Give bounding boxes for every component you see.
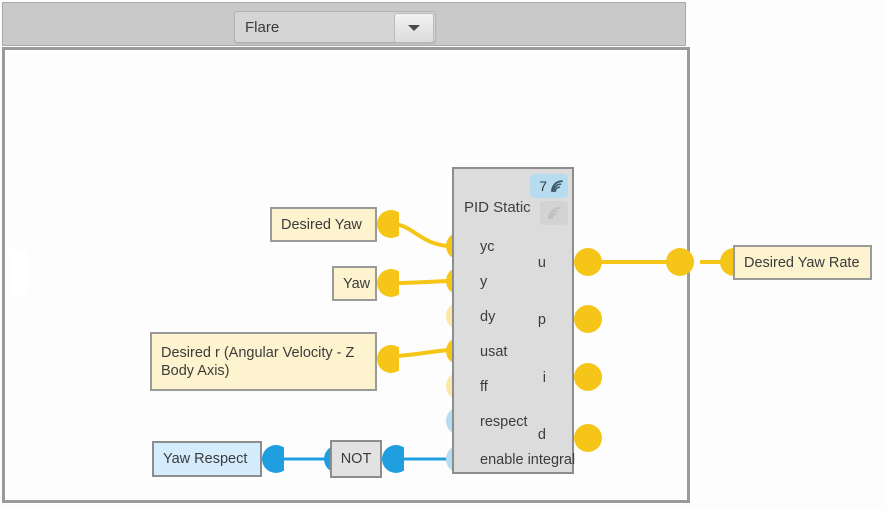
output-label-i: i [542, 370, 546, 386]
input-label-ff: ff [480, 379, 488, 395]
block-badge-inactive[interactable] [540, 201, 568, 225]
variable-node-desired-yaw[interactable]: Desired Yaw [270, 207, 377, 242]
port-glyph [666, 248, 694, 276]
chevron-down-icon [408, 25, 420, 31]
input-label-dy: dy [480, 309, 496, 325]
block-title: PID Static [464, 199, 531, 216]
output-port-desired-yaw[interactable] [377, 210, 399, 238]
badge-count: 7 [539, 178, 547, 194]
signal-icon [548, 207, 560, 220]
output-port-yaw[interactable] [377, 269, 399, 297]
output-label-p: p [537, 312, 546, 328]
variable-node-desired-yaw-rate[interactable]: Desired Yaw Rate [733, 245, 872, 280]
dropdown-toggle-button[interactable] [394, 13, 434, 43]
signal-icon [551, 180, 563, 193]
input-port-desired-yaw-rate[interactable] [666, 248, 694, 276]
output-port-d[interactable] [574, 424, 602, 452]
port-glyph [262, 445, 284, 473]
output-port-not[interactable] [382, 445, 404, 473]
variable-node-yaw-respect[interactable]: Yaw Respect [152, 441, 262, 477]
output-port-p[interactable] [574, 305, 602, 333]
port-glyph [377, 345, 399, 373]
port-glyph [574, 363, 602, 391]
block-badge-active[interactable]: 7 [530, 174, 568, 198]
port-glyph [377, 210, 399, 238]
model-selector-dropdown[interactable]: Flare [234, 11, 436, 43]
port-glyph [574, 305, 602, 333]
output-port-u[interactable] [574, 248, 602, 276]
variable-node-desired-r[interactable]: Desired r (Angular Velocity - Z Body Axi… [150, 332, 377, 391]
output-label-d: d [537, 427, 546, 443]
variable-label: Desired r (Angular Velocity - Z Body Axi… [161, 344, 355, 379]
variable-label: Desired Yaw [281, 216, 362, 233]
canvas-artifact [10, 250, 28, 295]
variable-label: Desired Yaw Rate [744, 254, 860, 271]
logic-node-not[interactable]: NOT [330, 440, 382, 478]
input-label-yc: yc [480, 239, 495, 255]
variable-node-yaw[interactable]: Yaw [332, 266, 377, 301]
port-glyph [574, 424, 602, 452]
output-port-desired-r[interactable] [377, 345, 399, 373]
output-port-yaw-respect[interactable] [262, 445, 284, 473]
port-glyph [377, 269, 399, 297]
block-pid-static[interactable]: PID Static 7 y [452, 167, 576, 474]
model-selector-value: Flare [245, 19, 280, 36]
port-glyph [382, 445, 404, 473]
toolbar: Flare [2, 2, 686, 46]
output-label-u: u [537, 255, 546, 271]
output-port-i[interactable] [574, 363, 602, 391]
input-label-respect: respect [480, 414, 528, 430]
variable-label: Yaw Respect [163, 451, 248, 467]
logic-node-label: NOT [340, 451, 372, 467]
variable-label: Yaw [343, 275, 371, 292]
input-label-enable-integral: enable integral [480, 452, 576, 468]
port-glyph [574, 248, 602, 276]
input-label-y: y [480, 274, 488, 290]
input-label-usat: usat [480, 344, 508, 360]
